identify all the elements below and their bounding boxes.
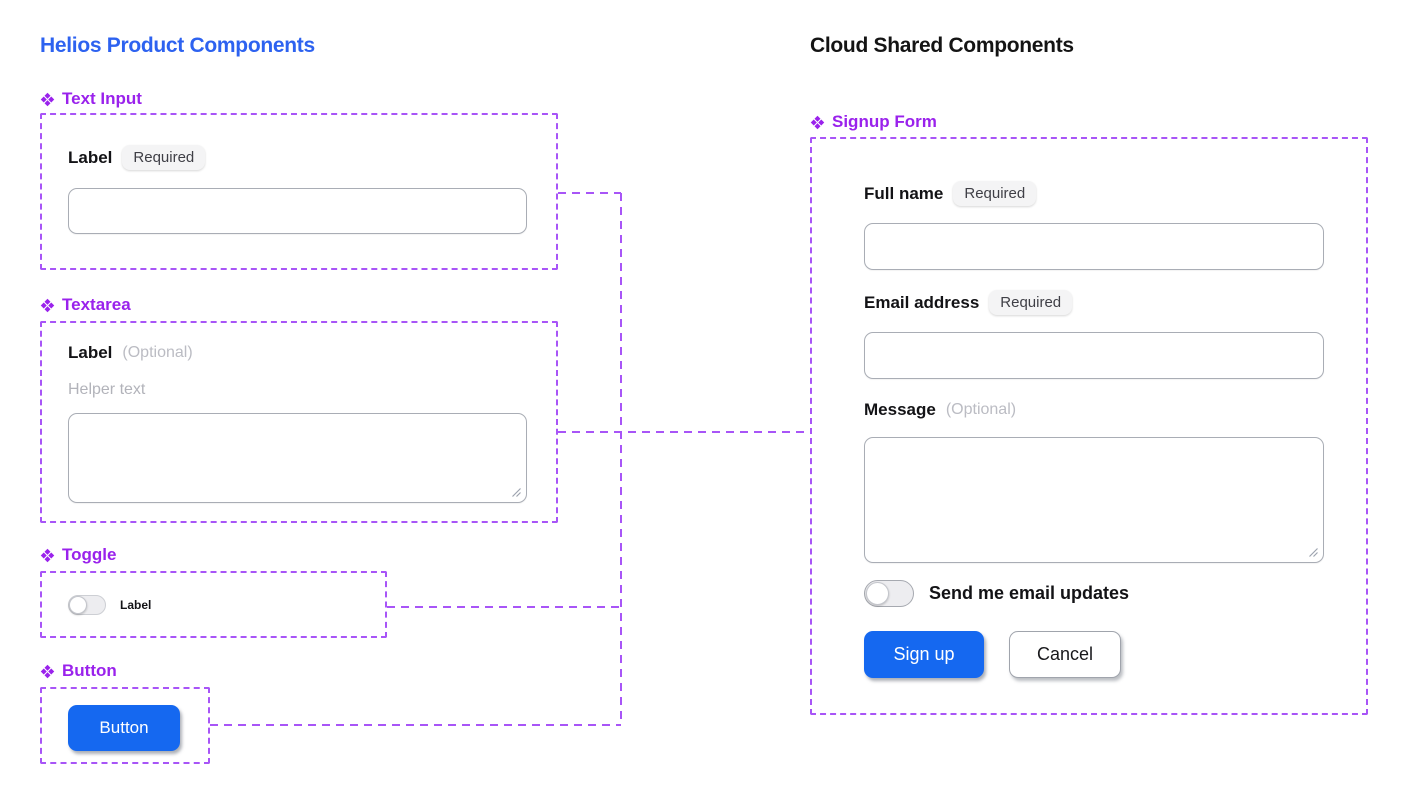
field-label-row: Message (Optional) [864, 400, 1016, 420]
full-name-input[interactable] [864, 223, 1324, 270]
textarea-field[interactable] [68, 413, 527, 503]
section-header-signup-form: Signup Form [810, 112, 937, 132]
toggle-component-frame: Label [40, 571, 387, 638]
text-input-component-frame: Label Required [40, 113, 558, 270]
email-updates-label: Send me email updates [929, 583, 1130, 603]
section-name: Signup Form [832, 112, 937, 131]
message-textarea-wrap [864, 437, 1324, 563]
section-name: Toggle [62, 545, 117, 564]
sign-up-button[interactable]: Sign up [864, 631, 984, 678]
section-header-textarea: Textarea [40, 295, 131, 315]
email-updates-toggle-row: Send me email updates [864, 580, 1129, 607]
required-badge: Required [989, 290, 1073, 315]
left-panel-title: Helios Product Components [40, 34, 315, 57]
textarea-wrap [68, 413, 527, 503]
component-icon [40, 92, 55, 106]
component-icon [40, 298, 55, 312]
section-header-button: Button [40, 661, 117, 681]
optional-suffix: (Optional) [122, 344, 193, 361]
cancel-button[interactable]: Cancel [1009, 631, 1121, 678]
toggle-switch[interactable] [68, 595, 106, 615]
toggle-label: Label [120, 598, 152, 612]
required-badge: Required [953, 181, 1037, 206]
component-icon [40, 664, 55, 678]
section-header-toggle: Toggle [40, 545, 116, 565]
optional-suffix: (Optional) [945, 401, 1017, 418]
toggle-knob[interactable] [69, 596, 87, 614]
section-name: Button [62, 661, 117, 680]
toggle-knob[interactable] [866, 581, 889, 605]
message-textarea[interactable] [864, 437, 1324, 563]
required-badge: Required [122, 145, 206, 170]
field-label-row: Label (Optional) [68, 343, 193, 363]
right-panel-title: Cloud Shared Components [810, 34, 1074, 57]
signup-form-frame: Full name Required Email address Require… [810, 137, 1368, 715]
email-address-input[interactable] [864, 332, 1324, 379]
text-input-field[interactable] [68, 188, 527, 234]
button-component-frame: Button [40, 687, 210, 764]
field-label-row: Full name Required [864, 181, 1037, 206]
field-label: Label [68, 343, 113, 362]
section-name: Textarea [62, 295, 131, 314]
section-header-text-input: Text Input [40, 89, 142, 109]
field-label: Label [68, 147, 113, 167]
component-icon [40, 548, 55, 562]
textarea-component-frame: Label (Optional) Helper text [40, 321, 558, 523]
section-name: Text Input [62, 89, 142, 108]
field-label-row: Email address Required [864, 290, 1073, 315]
toggle-row: Label [68, 595, 151, 615]
field-label: Email address [864, 292, 980, 312]
field-label: Message [864, 400, 936, 419]
form-actions: Sign up Cancel [864, 631, 1121, 678]
component-icon [810, 115, 825, 129]
email-updates-toggle[interactable] [864, 580, 914, 607]
sample-button[interactable]: Button [68, 705, 180, 751]
field-label: Full name [864, 183, 944, 203]
field-label-row: Label Required [68, 145, 206, 170]
helper-text: Helper text [68, 381, 146, 398]
